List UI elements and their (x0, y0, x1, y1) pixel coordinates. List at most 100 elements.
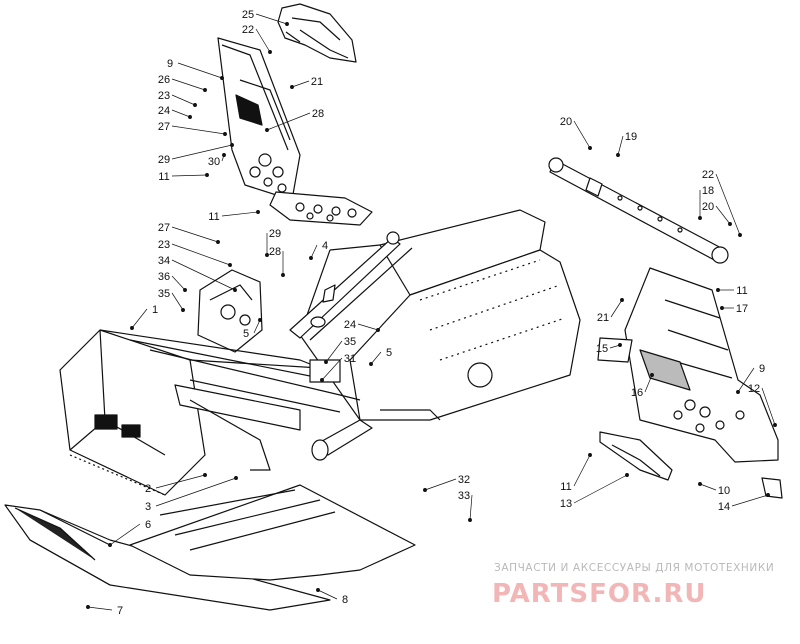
side-support-plate (624, 267, 779, 463)
leader-end-27 (216, 240, 220, 244)
small-tab-part (761, 477, 783, 499)
tunnel-frame (299, 209, 581, 421)
leader-end-7 (86, 605, 90, 609)
leader-end-31 (320, 378, 324, 382)
callout-2: 2 (145, 483, 151, 495)
leader-end-20 (728, 222, 732, 226)
watermark-brand: PARTSFOR.RU (492, 579, 706, 609)
callout-26: 26 (158, 74, 170, 86)
callout-19: 19 (625, 131, 637, 143)
leader-line-11 (221, 211, 259, 217)
floor-pan-part (129, 484, 416, 581)
callout-5: 5 (386, 347, 392, 359)
leader-line-34 (171, 259, 236, 291)
callout-20: 20 (560, 116, 572, 128)
leader-end-18 (698, 216, 702, 220)
front-crossmember (59, 329, 206, 496)
callout-11: 11 (208, 211, 219, 223)
leader-end-34 (233, 288, 237, 292)
leader-end-5 (258, 318, 262, 322)
leader-line-27 (171, 226, 219, 243)
callout-5: 5 (243, 328, 249, 340)
leader-line-33 (469, 494, 473, 521)
leader-end-23 (228, 263, 232, 267)
leader-line-20 (715, 205, 731, 225)
small-bracket-part (597, 337, 633, 363)
callout-14: 14 (718, 501, 730, 513)
leader-end-25 (285, 22, 289, 26)
leader-end-22 (268, 50, 272, 54)
leader-end-23 (193, 103, 197, 107)
callout-1: 1 (152, 304, 158, 316)
leader-line-16 (644, 374, 653, 393)
leader-end-11 (256, 210, 260, 214)
leader-end-20 (588, 146, 592, 150)
mount-bracket-part (197, 269, 263, 353)
leader-end-8 (316, 588, 320, 592)
leader-line-13 (573, 474, 628, 504)
leader-line-12 (761, 387, 776, 426)
callout-28: 28 (312, 108, 324, 120)
leader-end-1 (130, 326, 134, 330)
callout-16: 16 (631, 387, 643, 399)
callout-35: 35 (158, 288, 170, 300)
leader-line-2 (155, 474, 206, 489)
leader-end-27 (223, 132, 227, 136)
leader-line-20 (573, 120, 591, 149)
leader-end-26 (203, 88, 207, 92)
callout-21: 21 (311, 76, 323, 88)
leader-line-10 (699, 483, 717, 491)
leader-line-23 (171, 243, 231, 266)
leader-line-24 (357, 323, 379, 331)
leader-end-9 (220, 76, 224, 80)
leader-end-29 (230, 143, 234, 147)
leader-end-4 (309, 256, 313, 260)
leader-line-35 (325, 340, 343, 363)
leader-line-21 (610, 299, 623, 318)
leader-line-23 (171, 94, 196, 106)
callout-35: 35 (344, 336, 356, 348)
leader-end-11 (588, 453, 592, 457)
leader-end-24 (376, 328, 380, 332)
leader-end-12 (773, 423, 777, 427)
callout-24: 24 (158, 105, 170, 117)
foot-plate-part (269, 191, 373, 226)
steering-shaft-part (548, 157, 729, 264)
callout-22: 22 (242, 24, 254, 36)
leader-line-19 (617, 135, 624, 156)
callout-9: 9 (167, 58, 173, 70)
leader-end-33 (468, 518, 472, 522)
leader-end-3 (234, 476, 238, 480)
leader-line-32 (424, 478, 457, 491)
leader-end-11 (716, 288, 720, 292)
leader-line-26 (171, 78, 206, 91)
callout-11: 11 (158, 171, 169, 183)
leader-end-29 (265, 253, 269, 257)
leader-end-17 (720, 306, 724, 310)
callout-12: 12 (748, 383, 760, 395)
leader-end-32 (423, 488, 427, 492)
callout-29: 29 (158, 154, 170, 166)
callout-23: 23 (158, 239, 170, 251)
leader-end-6 (108, 543, 112, 547)
leader-line-9 (177, 62, 223, 79)
lower-bracket-part (599, 431, 673, 481)
callout-29: 29 (269, 228, 281, 240)
leader-line-24 (171, 109, 191, 118)
leader-end-36 (183, 288, 187, 292)
callout-4: 4 (322, 240, 328, 252)
leader-end-21 (620, 298, 624, 302)
callout-11: 11 (736, 285, 747, 297)
callout-30: 30 (208, 156, 220, 168)
callout-15: 15 (596, 343, 608, 355)
cross-tube-part (311, 419, 373, 461)
upper-frame-rails (289, 231, 413, 341)
leader-end-19 (616, 153, 620, 157)
leader-end-13 (625, 473, 629, 477)
leader-end-21 (290, 85, 294, 89)
leader-line-22 (255, 28, 271, 53)
leader-line-35 (171, 292, 184, 311)
